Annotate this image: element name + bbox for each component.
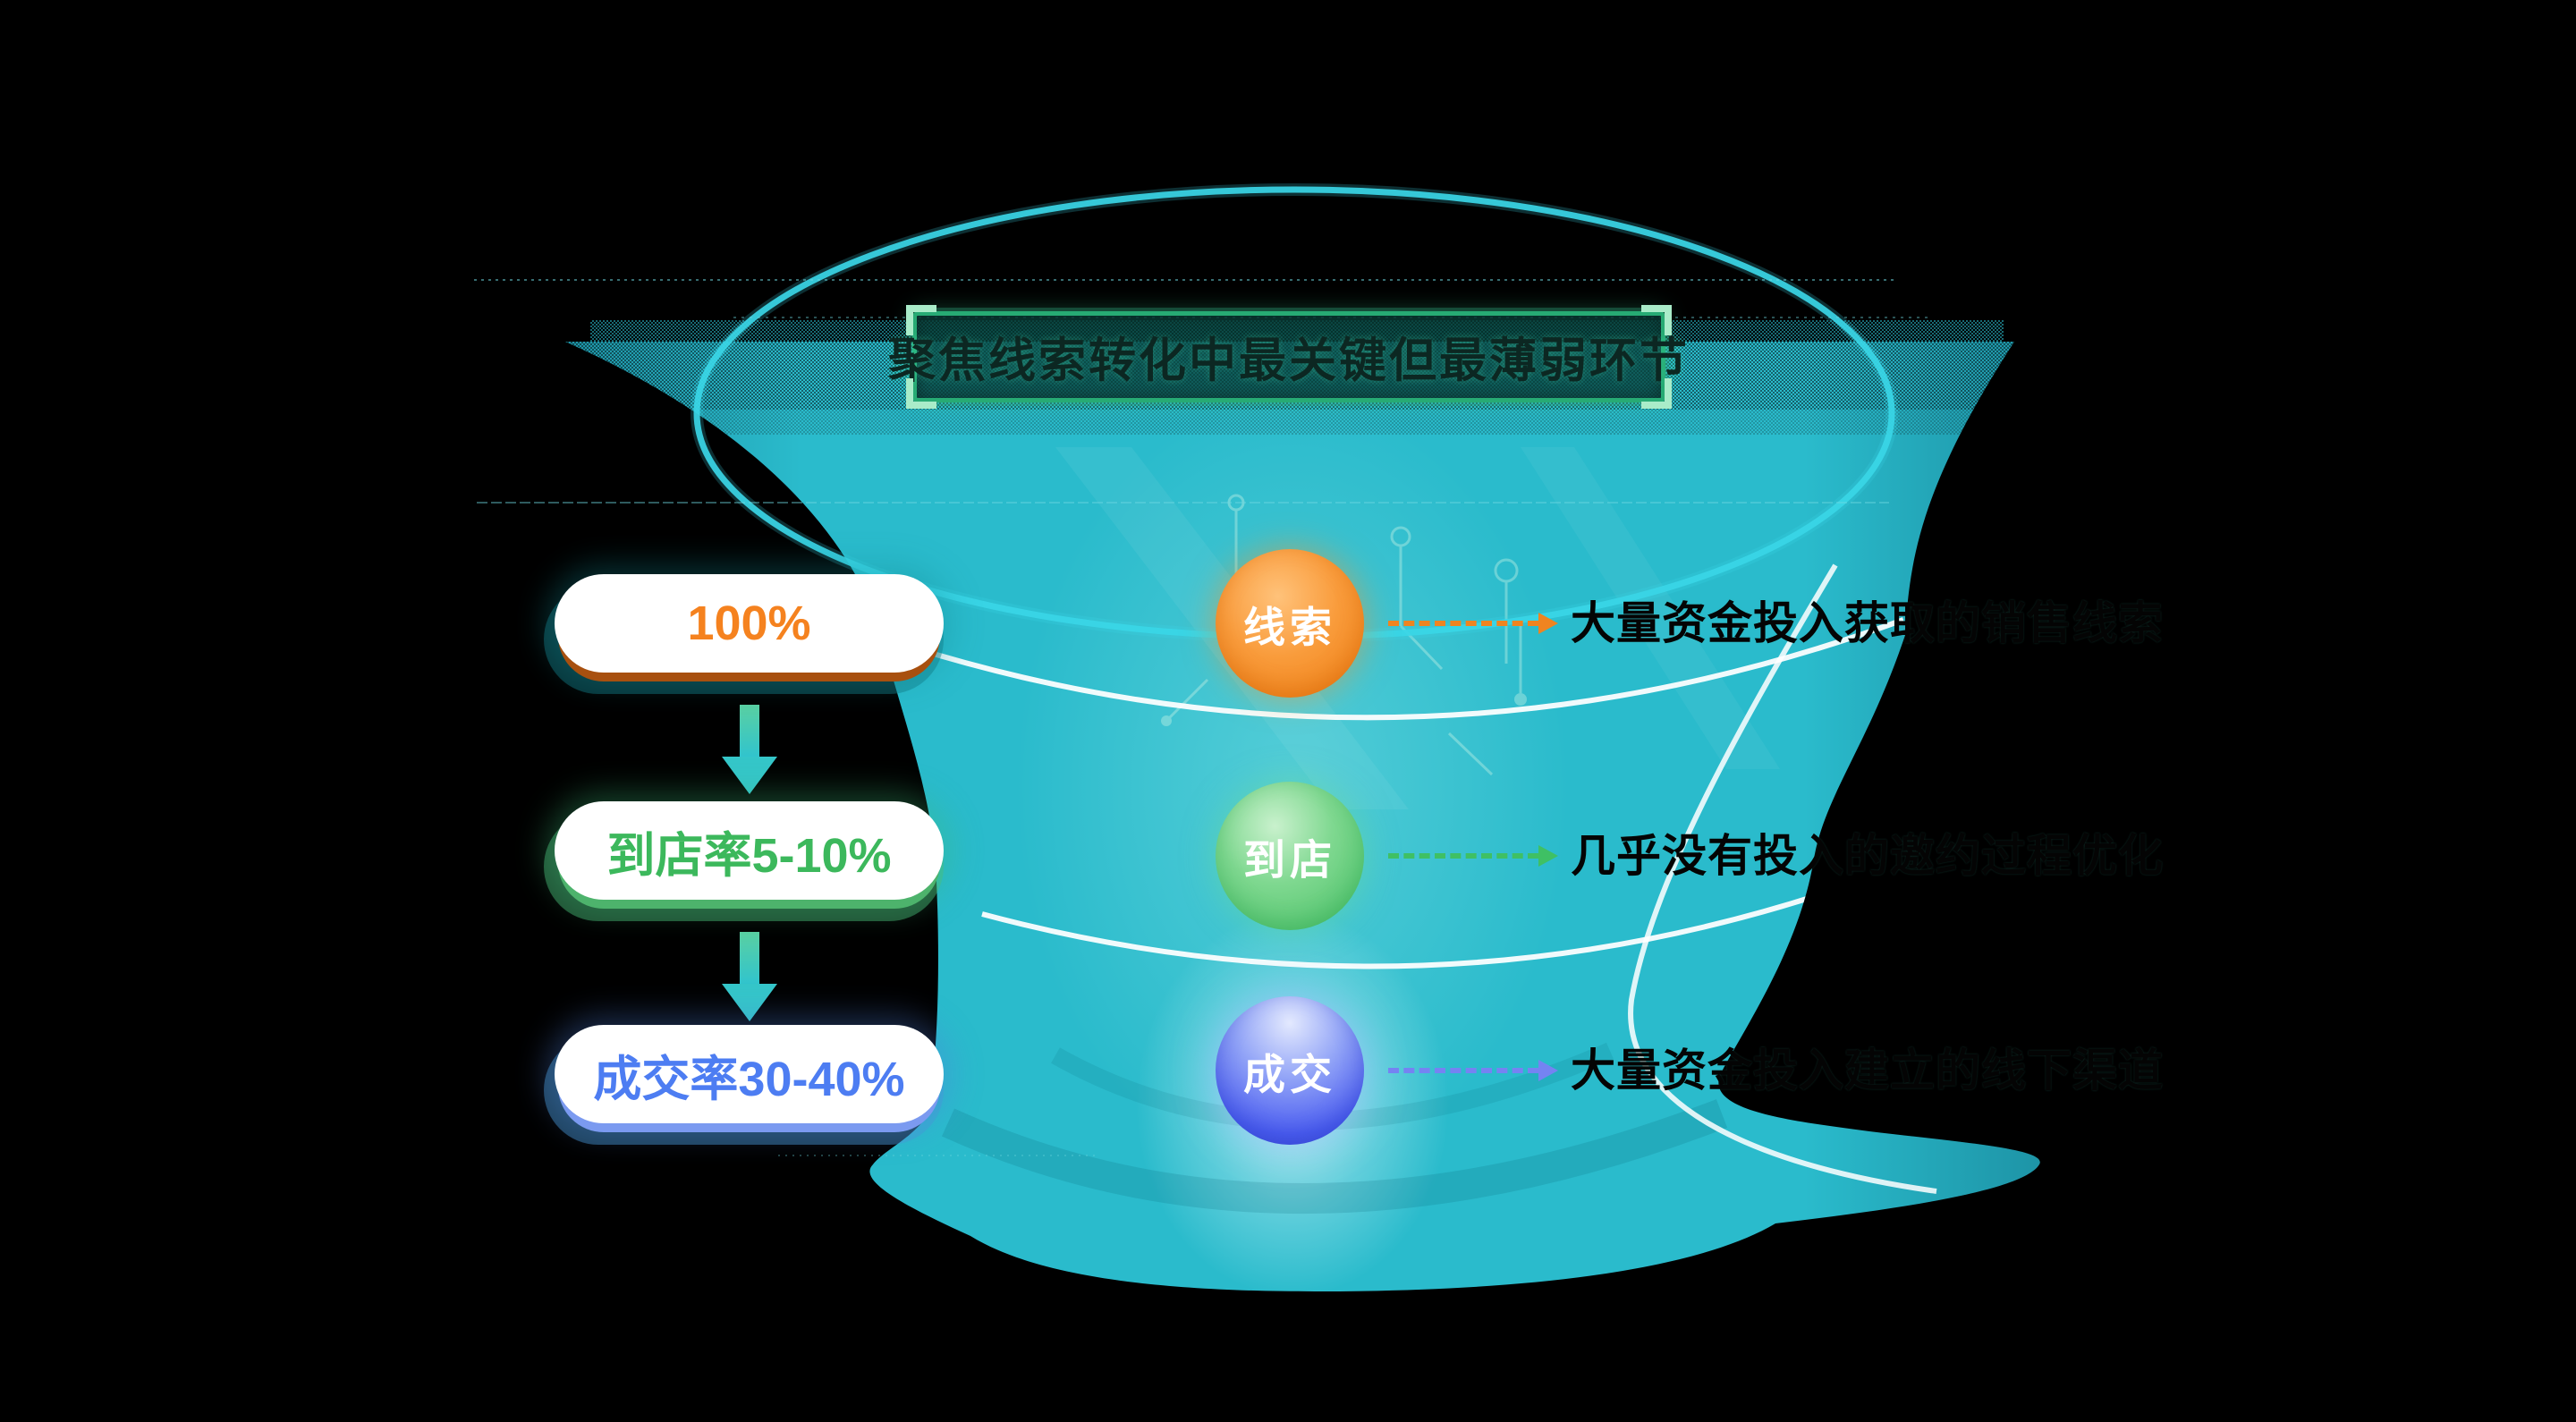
swoosh-line <box>1628 563 1937 1194</box>
funnel-reflection-streak <box>1521 447 1780 769</box>
down-arrow-shaft <box>740 932 759 984</box>
rate-pill-deal: 成交率30-40% <box>555 1025 944 1123</box>
title-corner-bracket-icon <box>906 305 936 335</box>
separator-arc-1 <box>886 617 1905 721</box>
title-corner-bracket-icon <box>906 378 936 409</box>
rate-pill-leads-label: 100% <box>687 597 811 650</box>
down-arrow-icon <box>722 932 777 1021</box>
stage-circle-store-visit: 到店 <box>1216 782 1364 930</box>
separator-arc-2 <box>981 890 1827 969</box>
bell-shadow-arc <box>941 1099 1728 1215</box>
annotation-store-visit: 几乎没有投入的邀约过程优化 <box>1571 831 2164 881</box>
stage-circle-leads-label: 线索 <box>1243 603 1336 651</box>
rate-pill-store-visit-label: 到店率5-10% <box>606 828 892 883</box>
rate-pill-leads: 100% <box>555 574 944 673</box>
dash-arrowhead <box>1538 613 1558 634</box>
stage-circle-deal: 成交 <box>1216 996 1364 1145</box>
down-arrow-shaft <box>740 705 759 757</box>
glitch-lines <box>474 279 1932 1156</box>
annotation-leads: 大量资金投入获取的销售线索 <box>1571 598 2164 648</box>
title-corner-bracket-icon <box>1641 305 1672 335</box>
dash-line <box>1388 1068 1538 1073</box>
rate-pill-deal-label: 成交率30-40% <box>593 1052 905 1106</box>
down-arrow-head <box>722 984 777 1021</box>
stage-circle-store-visit-label: 到店 <box>1243 835 1336 884</box>
dash-line <box>1388 621 1538 626</box>
dash-line <box>1388 853 1538 859</box>
dash-arrowhead <box>1538 845 1558 867</box>
down-arrow-icon <box>722 705 777 794</box>
down-arrow-head <box>722 757 777 794</box>
title-corner-bracket-icon <box>1641 378 1672 409</box>
title-box: 聚焦线索转化中最关键但最薄弱环节 <box>888 305 1687 409</box>
stage-circle-leads: 线索 <box>1216 549 1364 698</box>
annotation-deal: 大量资金投入建立的线下渠道 <box>1571 1045 2164 1096</box>
dash-arrowhead <box>1538 1060 1558 1081</box>
rate-pill-store-visit: 到店率5-10% <box>555 801 944 900</box>
page-title: 聚焦线索转化中最关键但最薄弱环节 <box>888 334 1690 387</box>
stage-circle-deal-label: 成交 <box>1243 1050 1336 1098</box>
